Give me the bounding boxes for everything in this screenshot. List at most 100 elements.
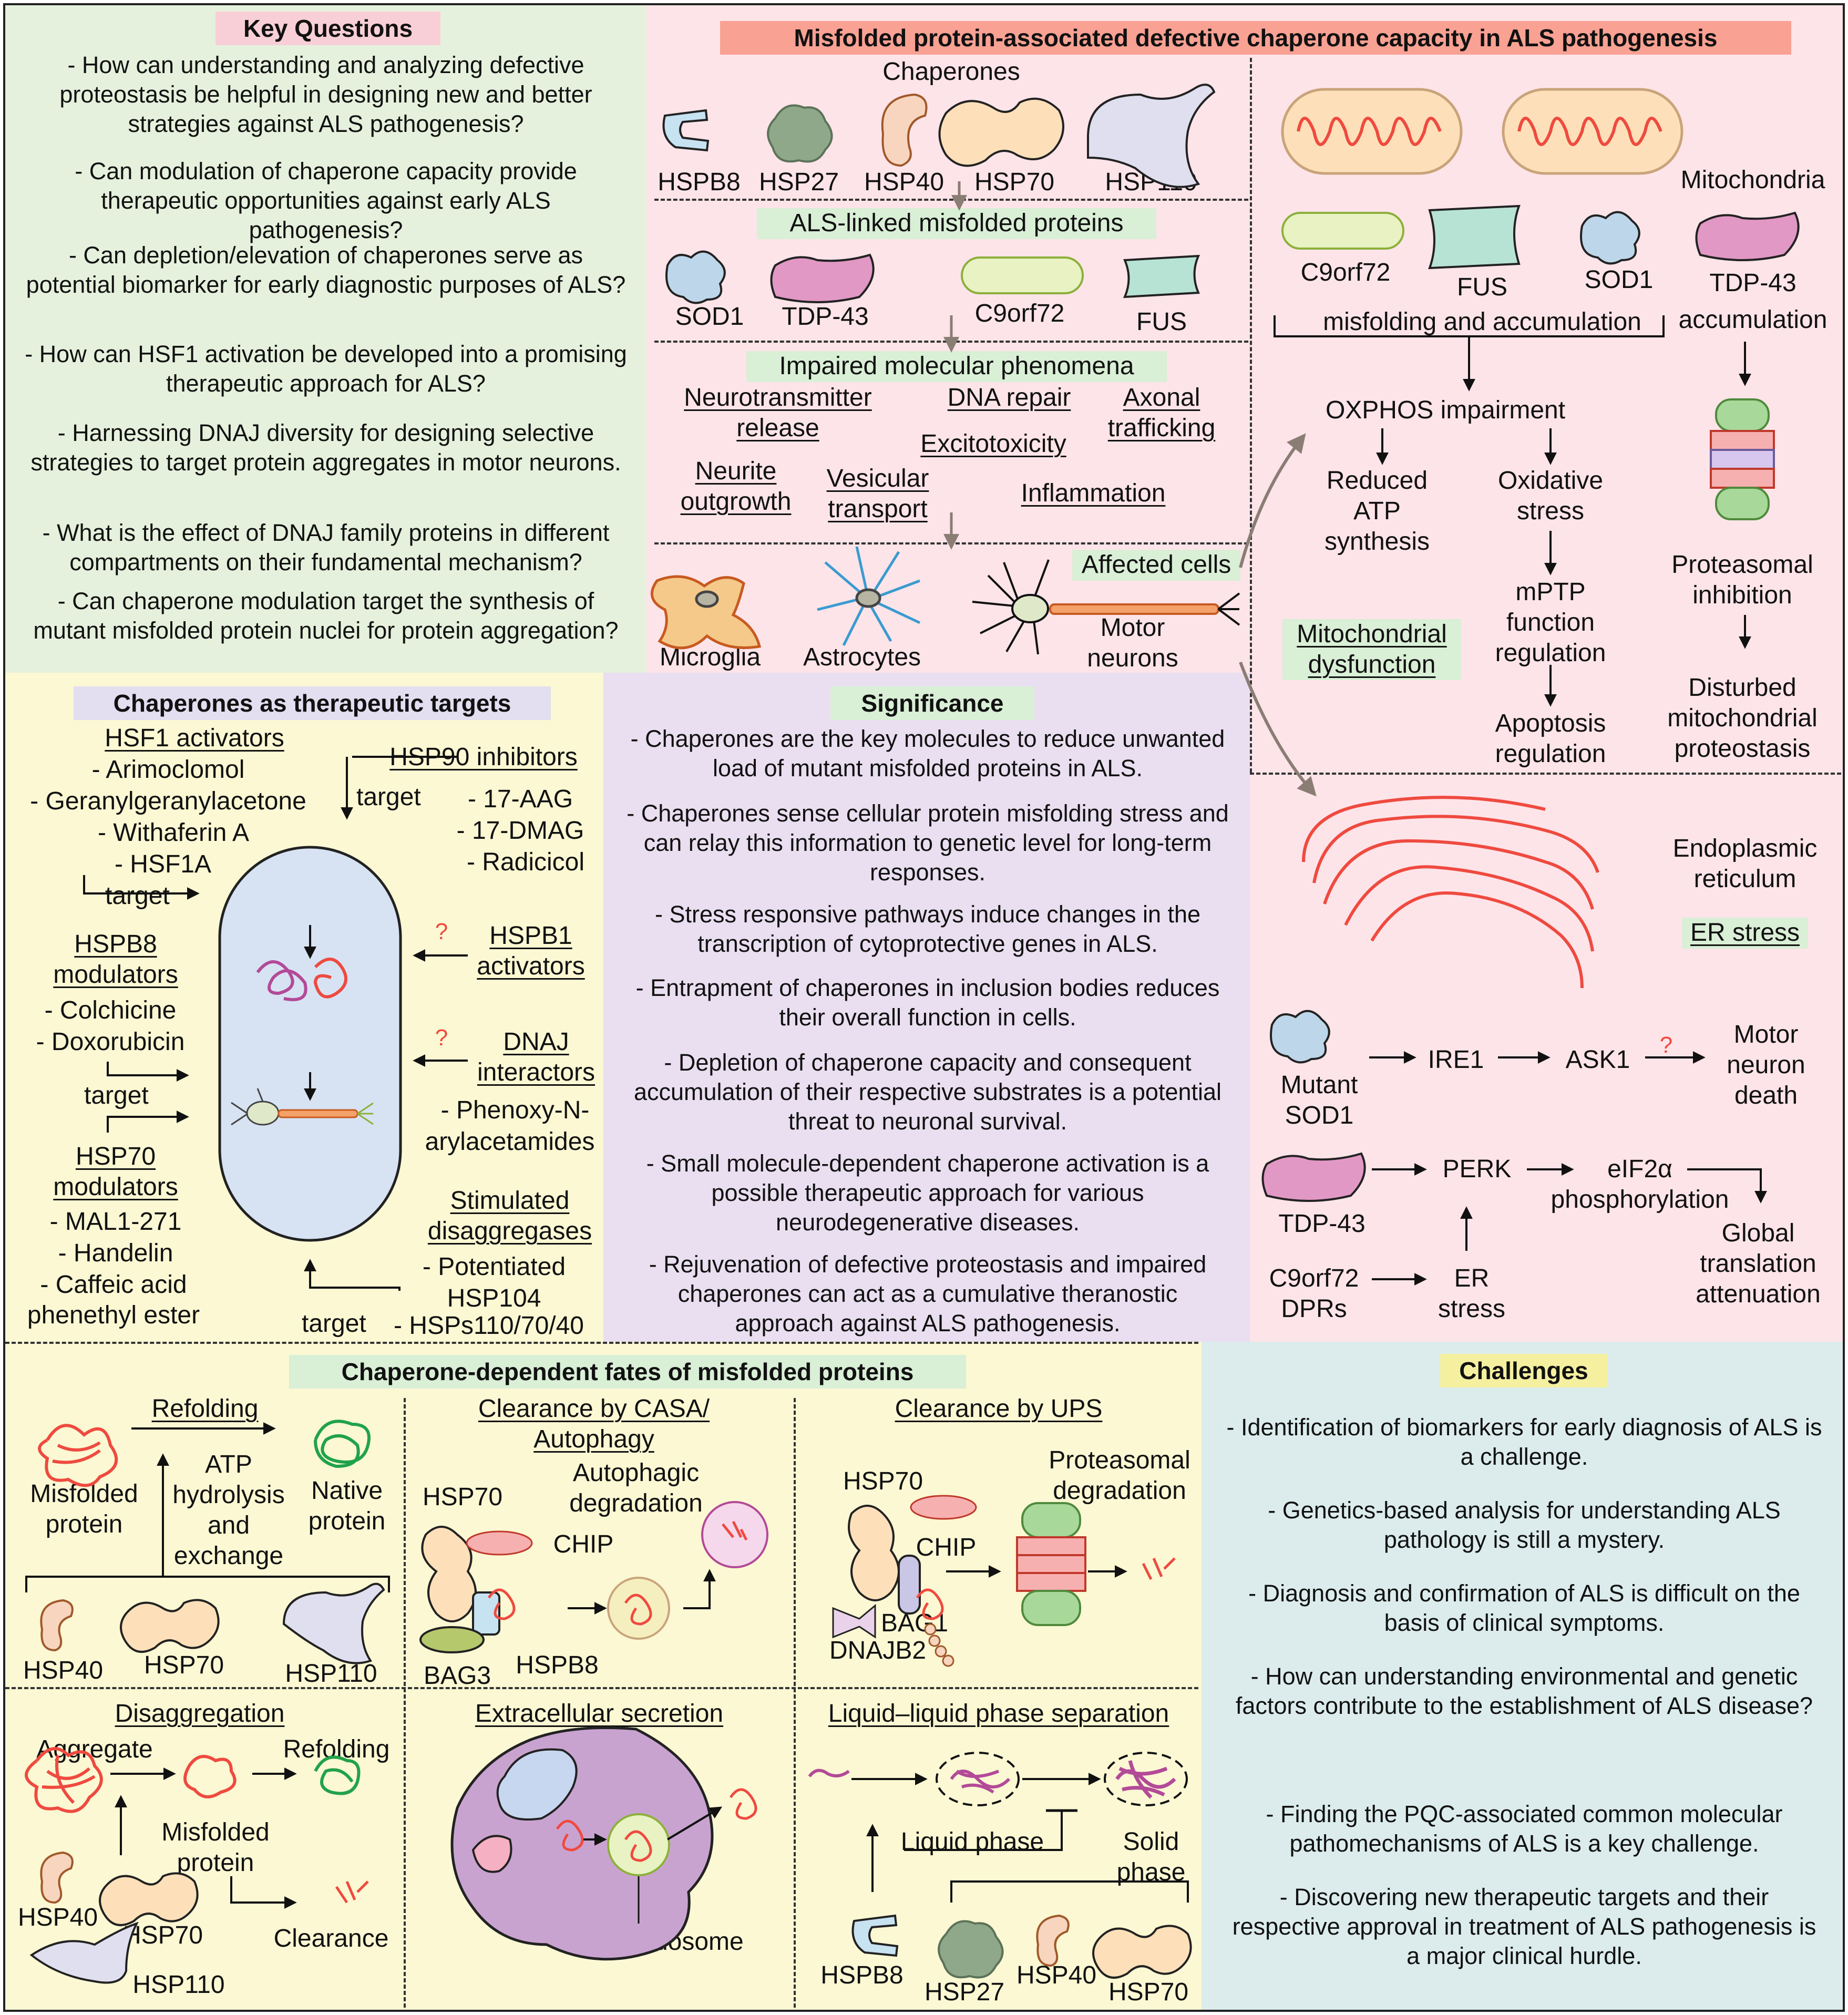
significance-item: - Stress responsive pathways induce chan… — [654, 901, 1201, 957]
phenomenon-dna-repair: DNA repair — [947, 384, 1071, 412]
divider — [654, 542, 1248, 544]
qmark-ask1: ? — [1659, 1032, 1673, 1058]
significance-item: - Chaperones sense cellular protein misf… — [627, 800, 1229, 886]
casa-bag3: BAG3 — [423, 1662, 491, 1690]
als-proteins-label: ALS-linked misfolded proteins — [757, 208, 1156, 239]
phenomenon-axonal: Axonal trafficking — [1107, 384, 1216, 442]
hsf1-item: - Arimoclomol — [91, 756, 245, 784]
proteasomal-inhibition-label: Proteasomal inhibition — [1671, 551, 1813, 609]
secretion-hsc70: HSC70 — [584, 1797, 666, 1825]
hspb8-item: - Doxorubicin — [36, 1028, 185, 1056]
hsp90-item: - Radicicol — [466, 848, 585, 876]
motor-death-label: Motor neuron death — [1727, 1021, 1805, 1109]
challenge-item: - Genetics-based analysis for understand… — [1268, 1497, 1781, 1553]
als-label-c9orf72: C9orf72 — [974, 300, 1065, 327]
accumulation-label: accumulation — [1678, 306, 1828, 334]
challenges-panel — [1202, 1342, 1844, 2011]
challenges-title: Challenges — [1440, 1354, 1607, 1388]
disagg-chap-hsp40: HSP40 — [17, 1904, 98, 1931]
phenomenon-inflammation: Inflammation — [1021, 479, 1166, 507]
cell-label-microglia: Microglia — [659, 643, 761, 671]
refolding-chap-hsp40: HSP40 — [23, 1657, 104, 1684]
ups-dnajb2: DNAJB2 — [829, 1637, 927, 1664]
key-questions-panel — [4, 4, 646, 673]
llps-title: Liquid–liquid phase separation — [828, 1700, 1169, 1728]
ups-chip: CHIP — [916, 1534, 977, 1561]
casa-title: Clearance by CASA/ Autophagy — [478, 1395, 710, 1453]
llps-liquid: Liquid phase — [900, 1828, 1044, 1856]
phenomenon-neurite: Neurite outgrowth — [680, 457, 792, 516]
casa-autophagic: Autophagic degradation — [569, 1459, 703, 1517]
refolding-chap-hsp70: HSP70 — [143, 1651, 224, 1679]
significance-item: - Small molecule-dependent chaperone act… — [646, 1150, 1209, 1236]
hspb8-item: - Colchicine — [44, 996, 177, 1024]
phenomenon-excitotoxicity: Excitotoxicity — [920, 430, 1066, 458]
significance-item: - Depletion of chaperone capacity and co… — [633, 1049, 1222, 1135]
ups-bag1: BAG1 — [880, 1609, 949, 1637]
divider — [654, 341, 1248, 343]
question-item: - Can modulation of chaperone capacity p… — [75, 158, 577, 243]
qmark-dnaj: ? — [435, 1025, 448, 1051]
therapeutic-title: Chaperones as therapeutic targets — [74, 686, 551, 721]
center-als: ALS — [286, 1209, 334, 1237]
divider — [654, 199, 1248, 201]
challenge-item: - Diagnosis and confirmation of ALS is d… — [1248, 1580, 1800, 1636]
llps-solid: Solid phase — [1116, 1828, 1186, 1886]
disagg-chap-hsp70: HSP70 — [122, 1921, 203, 1949]
impaired-label: Impaired molecular phenomena — [746, 351, 1167, 382]
target-label: target — [302, 1310, 366, 1338]
llps-chap-hsp70: HSP70 — [1108, 1978, 1189, 2006]
apoptosis-label: Apoptosis regulation — [1495, 710, 1606, 768]
hsf1-item: - Geranylgeranylacetone — [30, 787, 306, 815]
stimulated-disaggregases-label: Stimulated disaggregases — [427, 1187, 592, 1245]
refolding-native: Native protein — [308, 1477, 386, 1535]
ire1-label: IRE1 — [1428, 1046, 1484, 1074]
hspb8-modulators-label: HSPB8 modulators — [53, 930, 178, 989]
mito-label-c9orf72: C9orf72 — [1300, 259, 1391, 286]
hsf1-item: - HSF1A — [114, 850, 212, 878]
question-item: - How can HSF1 activation be developed i… — [25, 341, 627, 397]
mitochondria-label: Mitochondria — [1680, 166, 1825, 194]
disagg-title: Disaggregation — [115, 1700, 285, 1728]
question-item: - Can chaperone modulation target the sy… — [33, 588, 619, 644]
divider — [5, 1687, 1198, 1689]
llps-chap-hsp40: HSP40 — [1016, 1961, 1097, 1989]
perk-label: PERK — [1442, 1155, 1512, 1183]
secretion-endosome: Endosome — [623, 1928, 744, 1956]
hsp70-item: - MAL1-271 — [49, 1208, 182, 1236]
chaperone-label-hspb8: HSPB8 — [658, 168, 741, 196]
dnaj-interactors-label: DNAJ interactors — [477, 1028, 596, 1086]
secretion-dnajc5: DNAJC5 — [481, 1889, 580, 1917]
hsp70-item: - Handelin — [58, 1239, 173, 1267]
disturbed-label: Disturbed mitochondrial proteostasis — [1667, 674, 1818, 763]
challenge-item: - How can understanding environmental an… — [1235, 1663, 1813, 1719]
hsp70-item: - Caffeic acid phenethyl ester — [27, 1271, 200, 1329]
hsp70-modulators-label: HSP70 modulators — [53, 1143, 178, 1201]
casa-hsp70: HSP70 — [422, 1483, 503, 1511]
ups-hsp70: HSP70 — [843, 1467, 923, 1495]
target-label: target — [84, 1082, 149, 1109]
mito-dysfunction-label: Mitochondrial dysfunction — [1282, 619, 1461, 680]
significance-item: - Entrapment of chaperones in inclusion … — [635, 974, 1220, 1031]
center-impaired-pqc: Impaired PQC — [261, 861, 360, 919]
als-label-sod1: SOD1 — [675, 303, 744, 331]
hsp90-inhibitors-label: HSP90 inhibitors — [389, 743, 578, 771]
significance-panel — [603, 673, 1250, 1342]
challenge-item: - Identification of biomarkers for early… — [1226, 1414, 1822, 1470]
dnaj-item: - Phenoxy-N- — [440, 1096, 590, 1124]
c9dprs-label: C9orf72 DPRs — [1269, 1264, 1359, 1323]
hsp90-item: - 17-DMAG — [456, 817, 584, 845]
significance-item: - Rejuvenation of defective proteostasis… — [649, 1251, 1207, 1337]
phenomenon-vesicular: Vesicular transport — [826, 465, 929, 523]
divider — [794, 1398, 796, 2008]
chaperone-label-hsp27: HSP27 — [758, 168, 839, 196]
disagg-refolding: Refolding — [283, 1735, 390, 1763]
mptp-label: mPTP function regulation — [1495, 578, 1606, 667]
reduced-atp-label: Reduced ATP synthesis — [1324, 467, 1430, 556]
outer-border — [3, 3, 1845, 2012]
hsp90-item: - 17-AAG — [467, 785, 573, 813]
mito-label-sod1: SOD1 — [1584, 266, 1654, 294]
phenomenon-neurotransmitter: Neurotransmitter release — [684, 384, 872, 442]
er-label: Endoplasmic reticulum — [1672, 835, 1818, 893]
ups-proteasomal: Proteasomal degradation — [1049, 1446, 1190, 1505]
